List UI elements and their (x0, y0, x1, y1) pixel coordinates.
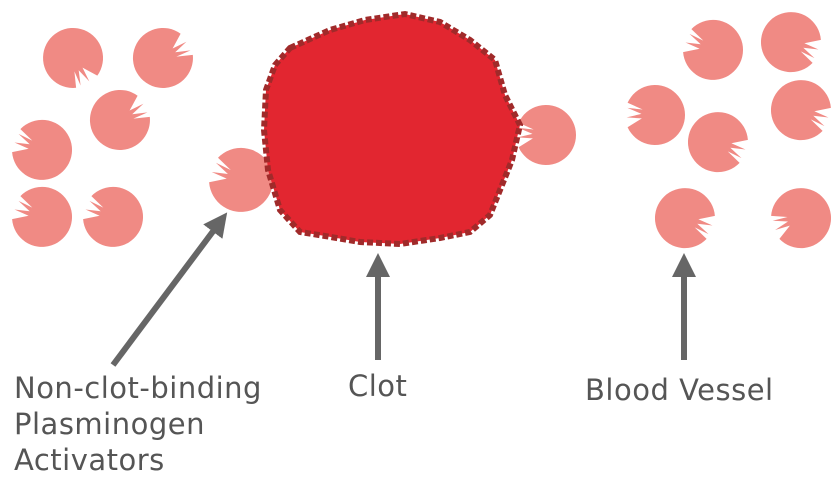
activators-label: Non-clot-binding Plasminogen Activators (14, 370, 262, 478)
activator-icon (12, 187, 72, 247)
clot-label: Clot (348, 368, 407, 404)
activator-icon (43, 28, 103, 88)
activator-icon (683, 20, 743, 80)
activators-label-line2: Plasminogen (14, 406, 262, 442)
activator-icon (627, 85, 685, 145)
activator-icon (771, 188, 831, 248)
blood-vessel-label: Blood Vessel (585, 372, 774, 408)
activator-icon (209, 148, 273, 212)
activators-label-line1: Non-clot-binding (14, 370, 262, 406)
activator-icon (83, 187, 143, 247)
activator-icon (771, 80, 831, 140)
activators-label-line3: Activators (14, 442, 262, 478)
activator-icon (761, 12, 821, 72)
activator-icon (12, 120, 72, 180)
clot-blob (264, 14, 520, 244)
activator-icon (518, 105, 576, 165)
activator-icon (133, 28, 193, 88)
arrow-to-activator (113, 222, 220, 365)
activator-icon (655, 188, 715, 248)
activator-icon (90, 90, 150, 150)
activator-icon (688, 112, 748, 172)
